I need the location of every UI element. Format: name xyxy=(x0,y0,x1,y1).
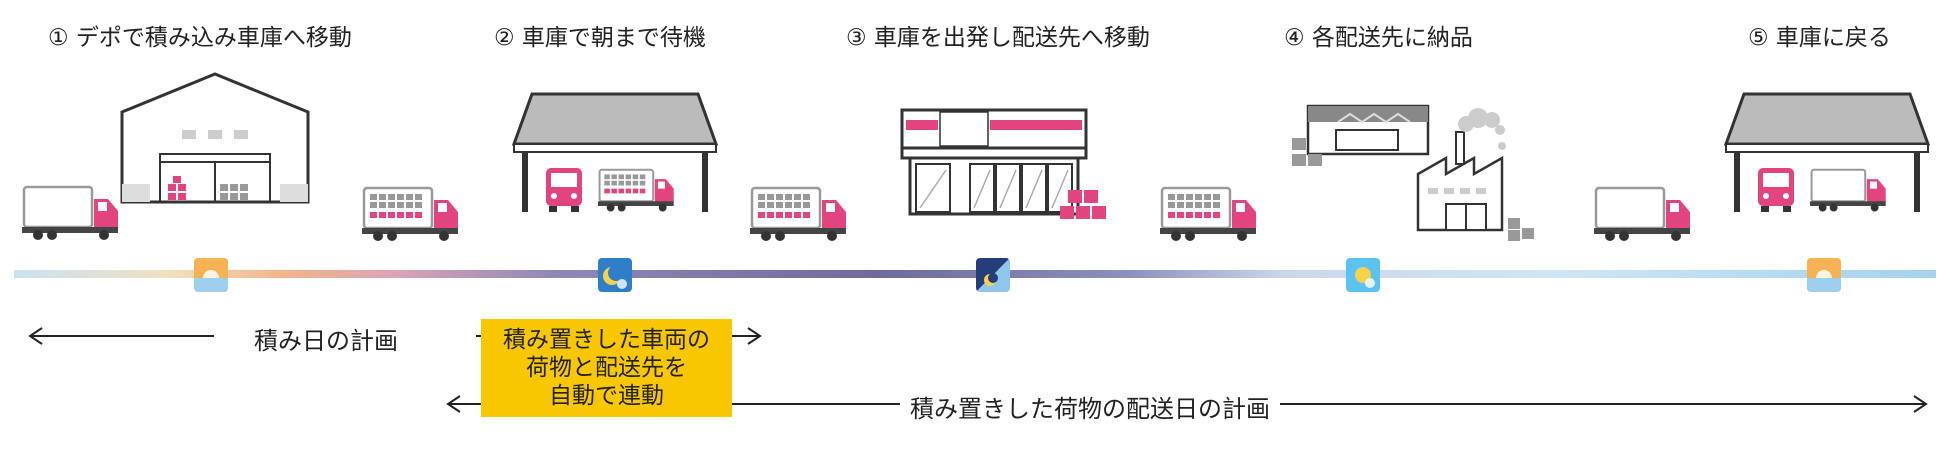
sun-icon xyxy=(1346,258,1380,292)
empty-truck-in-garage xyxy=(1810,168,1887,213)
step-3-title: ③ 車庫を出発し配送先へ移動 xyxy=(846,25,1150,51)
step-4-title: ④ 各配送先に納品 xyxy=(1284,25,1473,51)
time-of-day-bar xyxy=(14,270,1936,278)
night-moon-icon xyxy=(598,258,632,292)
bus-in-garage xyxy=(546,168,582,212)
auto-link-callout: 積み置きした車両の 荷物と配送先を 自動で連動 xyxy=(481,319,732,417)
callout-line-2: 荷物と配送先を xyxy=(526,355,687,381)
depot-warehouse xyxy=(120,72,310,204)
empty-truck-2 xyxy=(1594,186,1692,243)
step-2-title: ② 車庫で朝まで待機 xyxy=(494,25,706,51)
garage-1 xyxy=(512,92,718,212)
dawn-moon-icon xyxy=(976,258,1010,292)
step-5-title: ⑤ 車庫に戻る xyxy=(1748,25,1891,51)
loaded-truck-1 xyxy=(362,186,460,243)
loading-day-plan-label: 積み日の計画 xyxy=(244,321,408,356)
sunrise-icon xyxy=(194,258,228,292)
callout-line-1: 積み置きした車両の xyxy=(503,327,710,353)
convenience-store xyxy=(900,108,1106,219)
empty-truck-1 xyxy=(22,185,120,242)
delivery-day-plan-label: 積み置きした荷物の配送日の計画 xyxy=(900,389,1280,424)
bus-in-garage-2 xyxy=(1758,168,1794,212)
callout-line-3: 自動で連動 xyxy=(549,383,664,409)
factory-buildings xyxy=(1292,104,1534,241)
loaded-truck-2 xyxy=(750,186,848,243)
loaded-truck-3 xyxy=(1160,186,1258,243)
sunrise-icon xyxy=(1807,258,1841,292)
step-1-title: ① デポで積み込み車庫へ移動 xyxy=(48,25,352,51)
garage-2 xyxy=(1724,92,1930,212)
loaded-truck-in-garage xyxy=(598,168,675,213)
